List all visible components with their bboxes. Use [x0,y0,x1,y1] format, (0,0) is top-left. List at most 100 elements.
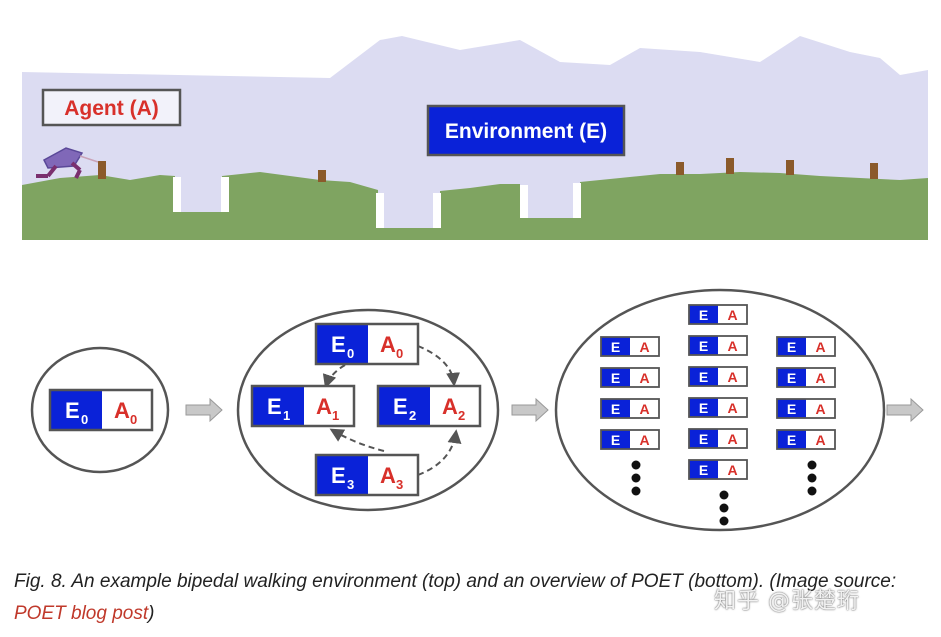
continuation-dot [807,460,817,470]
agent-cell [806,399,835,418]
ground [22,172,928,240]
agent-cell [718,367,747,386]
env-subscript: 2 [409,408,416,423]
env-letter: E [699,400,708,416]
env-letter: E [611,370,620,386]
env-letter: E [65,398,80,423]
transfer-arrows [322,345,462,476]
poet-blog-post-link[interactable]: POET blog post [14,603,149,624]
env-subscript: 1 [283,408,290,423]
agent-letter: A [639,401,649,417]
env-letter: E [787,432,796,448]
env-cell [689,367,718,386]
env-letter: E [611,401,620,417]
environment-label: Environment (E) [445,120,607,143]
env-subscript: 3 [347,477,354,492]
env-cell [50,390,102,430]
agent-label: Agent (A) [64,97,158,120]
env-cell [601,430,630,449]
caption-text: Fig. 8. An example bipedal walking envir… [14,571,897,592]
agent-cell [718,305,747,324]
agent-subscript: 0 [130,412,137,427]
stage-2-circle [236,308,500,512]
continuation-dot [719,490,729,500]
env-cell [689,398,718,417]
agent-cell [718,336,747,355]
continuation-dot [631,486,641,496]
agent-letter: A [727,307,737,323]
continuation-dot [807,486,817,496]
agent-cell [368,324,418,364]
env-cell [601,368,630,387]
env-cell [378,386,430,426]
agent-letter: A [639,370,649,386]
env-cell [601,337,630,356]
zhihu-watermark: 知乎 @张楚珩 [714,589,860,614]
agent-cell [806,337,835,356]
agent-letter: A [639,339,649,355]
env-letter: E [787,370,796,386]
env-letter: E [787,339,796,355]
arrow-stage-3-out [886,397,924,423]
figure-caption: Fig. 8. An example bipedal walking envir… [14,566,934,630]
agent-cell [430,386,480,426]
env-cell [689,429,718,448]
agent-subscript: 0 [396,346,403,361]
continuation-dot [631,460,641,470]
continuation-dot [631,473,641,483]
env-letter: E [331,332,346,357]
continuation-dot [719,516,729,526]
env-cell [777,337,806,356]
stage-arrows [185,397,924,423]
env-letter: E [699,369,708,385]
agent-label-box: Agent (A) [41,88,182,127]
env-letter: E [611,432,620,448]
bipedal-walker-icon [36,147,99,179]
env-letter: E [699,338,708,354]
agent-letter: A [815,370,825,386]
continuation-dot [807,473,817,483]
agent-letter: A [442,394,458,419]
env-letter: E [787,401,796,417]
agent-cell [630,337,659,356]
agent-cell [102,390,152,430]
agent-cell [806,368,835,387]
env-cell [689,336,718,355]
env-letter: E [393,394,408,419]
agent-cell [806,430,835,449]
arrow-stage-1-to-2 [185,397,223,423]
arrow-stage-2-to-3 [511,397,549,423]
env-subscript: 0 [81,412,88,427]
agent-letter: A [727,400,737,416]
env-letter: E [699,307,708,323]
agent-cell [368,455,418,495]
agent-letter: A [316,394,332,419]
env-letter: E [331,463,346,488]
agent-subscript: 2 [458,408,465,423]
env-subscript: 0 [347,346,354,361]
env-cell [316,324,368,364]
caption-close: ) [148,603,155,624]
agent-letter: A [639,432,649,448]
env-letter: E [611,339,620,355]
env-cell [689,305,718,324]
agent-cell [630,368,659,387]
